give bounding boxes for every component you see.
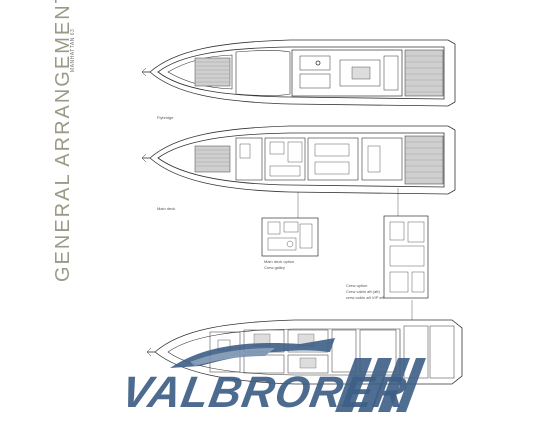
main-deck-plan	[141, 125, 456, 218]
label-lower-deck: Lower deck	[340, 402, 361, 407]
label-main-deck: Main deck	[157, 206, 176, 211]
yacht-logo-icon	[170, 338, 426, 412]
label-crew-option: Crew option	[346, 283, 368, 288]
label-main-deck-option: Main deck option	[264, 259, 295, 264]
flybridge-plan	[141, 39, 456, 107]
label-crew-option-sub1: Crew cabin aft (aft)	[346, 289, 380, 294]
crew-option-plan	[383, 215, 429, 299]
label-crew-option-sub2: crew cabin aft VIP aft	[346, 295, 384, 300]
label-flybridge: Flybridge	[157, 115, 174, 120]
watermark-text: VALBRORER	[117, 368, 411, 417]
main-deck-option-plan	[261, 217, 319, 257]
label-main-deck-option-sub: Crew galley	[264, 265, 285, 270]
